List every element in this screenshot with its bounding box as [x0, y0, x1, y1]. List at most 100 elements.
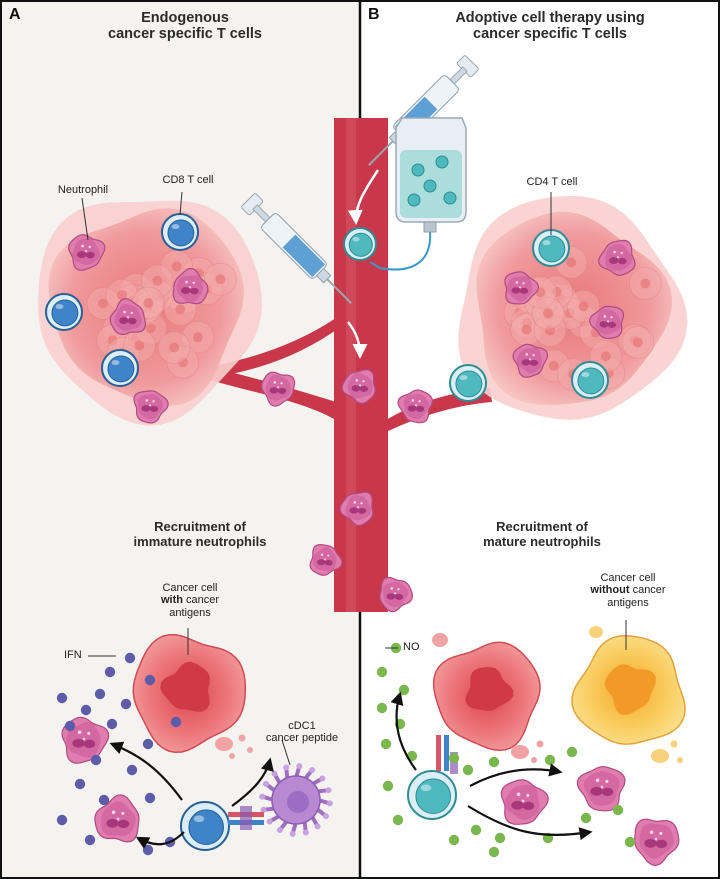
ifn-molecule [142, 844, 154, 856]
vesicle [511, 745, 529, 759]
neutrophil-cell [500, 779, 549, 825]
ifn-molecule [104, 666, 116, 678]
no-molecule [462, 764, 474, 776]
panel-b-title: Adoptive cell therapy using cancer speci… [455, 10, 645, 43]
no-molecule [488, 756, 500, 768]
no-molecule [494, 832, 506, 844]
neutrophil-cell [504, 271, 540, 305]
ifn-molecule [98, 794, 110, 806]
ifn-molecule [74, 778, 86, 790]
no-molecule [566, 746, 578, 758]
panel-b-letter: B [368, 6, 380, 23]
ifn-molecule [56, 692, 68, 704]
vesicle [215, 737, 233, 751]
arrows-right [390, 691, 593, 841]
cd4-t-cell [532, 229, 570, 267]
no-molecule [544, 754, 556, 766]
antigen-particle [229, 753, 235, 759]
cdc1-dendritic-cell [259, 763, 333, 837]
no-molecule [382, 780, 394, 792]
ifn-molecule [64, 720, 76, 732]
leader-neutrophil [81, 197, 89, 241]
syringe-right-arrow [347, 169, 380, 225]
cd8-t-cell-effector [180, 801, 230, 851]
neutrophil-cell [172, 267, 209, 305]
cd4-t-cell [571, 361, 609, 399]
cancer-cell-right [432, 641, 541, 752]
label-cancer-cell-without: Cancer cell without cancer antigens [590, 572, 666, 609]
ifn-molecule [94, 688, 106, 700]
ifn-molecule [124, 652, 136, 664]
no-molecule [448, 752, 460, 764]
syringe-left-arrow [347, 321, 368, 359]
neutrophil-cell [598, 239, 636, 276]
panel-a-recruitment: Recruitment of immature neutrophils [133, 519, 267, 549]
ifn-molecule [144, 674, 156, 686]
neutrophil-cell [94, 794, 140, 843]
ifn-molecule [170, 716, 182, 728]
cancer-cell-without-antigens [571, 634, 686, 745]
cd8-t-cell [101, 349, 139, 387]
no-molecule [470, 824, 482, 836]
no-molecule [448, 834, 460, 846]
antigen-particle [531, 757, 537, 763]
syringe-left-icon [241, 193, 352, 304]
neutrophil-cell [589, 305, 625, 340]
neutrophil-cell [309, 543, 343, 576]
label-no: NO [403, 641, 420, 653]
label-cdc1: cDC1 cancer peptide [265, 720, 339, 745]
no-molecule [376, 702, 388, 714]
vesicle [651, 749, 669, 763]
arrows-left [109, 741, 274, 849]
iv-bag-icon [369, 117, 467, 271]
no-molecule [624, 836, 636, 848]
cancer-cell-with-antigens [132, 633, 247, 754]
antigen-particle [247, 747, 253, 753]
panel-a-title: Endogenous cancer specific T cells [108, 10, 262, 43]
antigen-particle [670, 740, 678, 748]
label-cd8-t-cell: CD8 T cell [162, 174, 214, 186]
antigen-particle [536, 740, 544, 748]
neutrophil-cell [341, 368, 376, 405]
neutrophil-cell [339, 491, 374, 526]
antigen-particle [238, 734, 246, 742]
no-molecule [376, 666, 388, 678]
ifn-molecule [144, 792, 156, 804]
leader-cd8 [179, 191, 183, 216]
no-molecule [488, 846, 500, 858]
ifn-molecule [106, 718, 118, 730]
neutrophil-cell [133, 390, 169, 424]
tcr-interaction-left [228, 806, 264, 830]
vesicle [589, 626, 603, 638]
cd4-t-cell [343, 227, 377, 261]
neutrophil-cell [260, 371, 296, 407]
panel-b-recruitment: Recruitment of mature neutrophils [483, 519, 601, 549]
ifn-molecule [90, 754, 102, 766]
no-molecule [580, 812, 592, 824]
no-molecule [380, 738, 392, 750]
neutrophil-cell [379, 576, 414, 613]
no-molecule [612, 804, 624, 816]
label-cancer-cell-with: Cancer cell with cancer antigens [160, 582, 220, 619]
ifn-molecule [126, 764, 138, 776]
cd8-t-cell [45, 293, 83, 331]
neutrophil-cell [109, 298, 146, 335]
antigen-particle [677, 757, 683, 763]
label-ifn: IFN [64, 649, 82, 661]
ifn-molecule [142, 738, 154, 750]
no-molecule [398, 684, 410, 696]
ifn-molecule [56, 814, 68, 826]
panel-a-letter: A [9, 6, 21, 23]
neutrophil-cell [576, 765, 626, 812]
cd4-t-cell-effector [407, 770, 457, 820]
leader-cdc1 [281, 739, 291, 766]
cd8-t-cell [161, 213, 199, 251]
neutrophil-cell [68, 234, 106, 271]
ifn-molecule [80, 704, 92, 716]
vesicle [432, 633, 448, 647]
ifn-molecule [84, 834, 96, 846]
ifn-molecule [120, 698, 132, 710]
label-neutrophil: Neutrophil [57, 184, 109, 196]
